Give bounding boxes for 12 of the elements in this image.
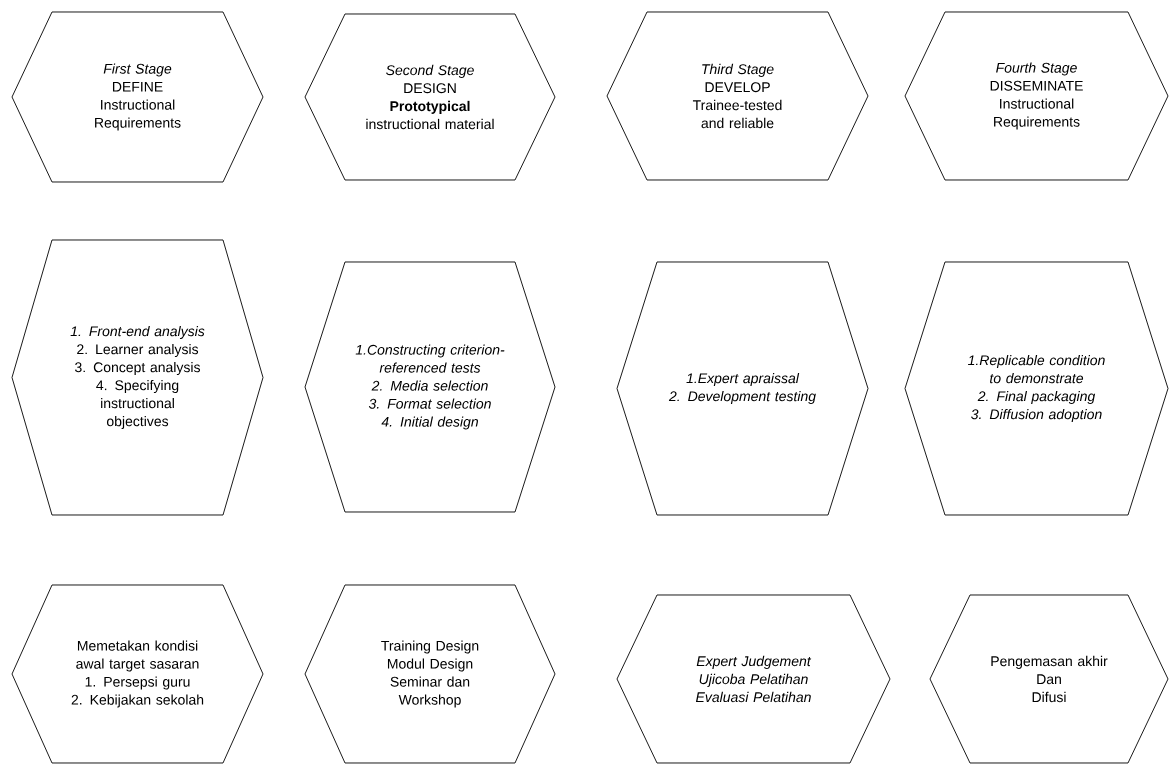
hexagon-box: 1. Front-end analysis 2. Learner analysis 3. Concept analysis 4. Specifying instructional objectives bbox=[11, 239, 264, 516]
hexagon-box: 1.Constructing criterion-referenced tests 2. Media selection 3. Format selection 4. Initial design bbox=[304, 261, 556, 513]
hexagon-box: Third Stage DEVELOP Trainee-tested and reliable bbox=[606, 11, 869, 181]
hexagon-box: Pengemasan akhir Dan Difusi bbox=[929, 594, 1169, 764]
hexagon-box: Training Design Modul Design Seminar dan Workshop bbox=[304, 584, 556, 764]
hexagon-box: Expert Judgement Ujicoba Pelatihan Evaluasi Pelatihan bbox=[616, 594, 891, 764]
hexagon-box: Second Stage DESIGN Prototypical instructional material bbox=[304, 13, 556, 181]
hexagon-box: Memetakan kondisi awal target sasaran 1. Persepsi guru 2. Kebijakan sekolah bbox=[11, 584, 264, 764]
hexagon-box: 1.Replicable condition to demonstrate 2. Final packaging 3. Diffusion adoption bbox=[904, 261, 1169, 516]
hexagon-box: 1.Expert apraissal 2. Development testing bbox=[616, 261, 869, 516]
hexagon-box: First Stage DEFINE Instructional Requirements bbox=[11, 11, 264, 183]
hexagon-box: Fourth Stage DISSEMINATE Instructional Requirements bbox=[904, 11, 1169, 181]
